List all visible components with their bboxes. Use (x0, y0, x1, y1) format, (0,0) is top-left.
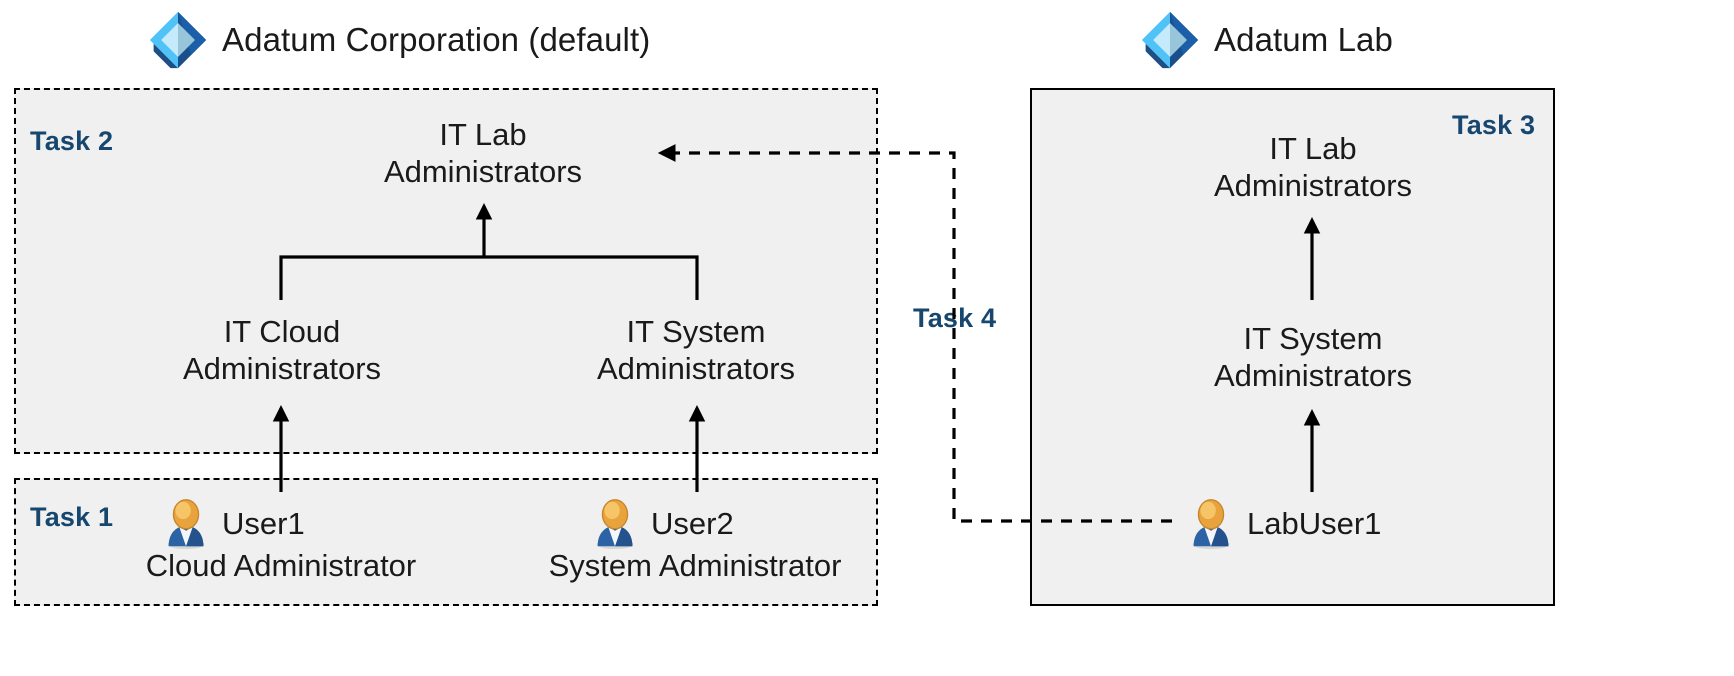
user-role-user2: System Administrator (548, 548, 842, 583)
group-line2: Administrators (1213, 358, 1413, 394)
user-name: User1 (222, 506, 305, 541)
task2-label: Task 2 (30, 126, 114, 156)
group-line1: IT Lab (1269, 131, 1357, 166)
task4-label: Task 4 (913, 303, 997, 333)
tenant-title-right: Adatum Lab (1214, 21, 1393, 58)
user-name: LabUser1 (1247, 506, 1382, 541)
task1-box (14, 478, 878, 606)
tenant-header-left: Adatum Corporation (default) (148, 10, 650, 70)
user-icon (589, 496, 641, 552)
user-node-user2: User2 (589, 496, 734, 552)
task3-label: Task 3 (1452, 110, 1536, 140)
user-icon (160, 496, 212, 552)
tenant-header-right: Adatum Lab (1140, 10, 1393, 70)
user-node-user1: User1 (160, 496, 305, 552)
group-node-it-cloud-administrators: IT Cloud Administrators (122, 313, 442, 387)
group-line1: IT System (1243, 321, 1383, 356)
user-icon (1185, 496, 1237, 552)
group-line2: Administrators (1213, 168, 1413, 204)
group-node-it-lab-administrators: IT Lab Administrators (323, 116, 643, 190)
user-name: User2 (651, 506, 734, 541)
user-node-labuser1: LabUser1 (1185, 496, 1381, 552)
group-line1: IT Lab (439, 117, 527, 152)
group-line2: Administrators (596, 351, 796, 387)
task1-label: Task 1 (30, 502, 114, 532)
group-line1: IT System (626, 314, 766, 349)
user-role-user1: Cloud Administrator (145, 548, 417, 583)
tenant-title-left: Adatum Corporation (default) (222, 21, 651, 58)
azure-ad-icon (148, 10, 208, 70)
group-line1: IT Cloud (223, 314, 341, 349)
lab-group-node-it-system-administrators: IT System Administrators (1153, 320, 1473, 394)
group-line2: Administrators (182, 351, 382, 387)
lab-group-node-it-lab-administrators: IT Lab Administrators (1153, 130, 1473, 204)
group-line2: Administrators (383, 154, 583, 190)
group-node-it-system-administrators: IT System Administrators (536, 313, 856, 387)
azure-ad-icon (1140, 10, 1200, 70)
